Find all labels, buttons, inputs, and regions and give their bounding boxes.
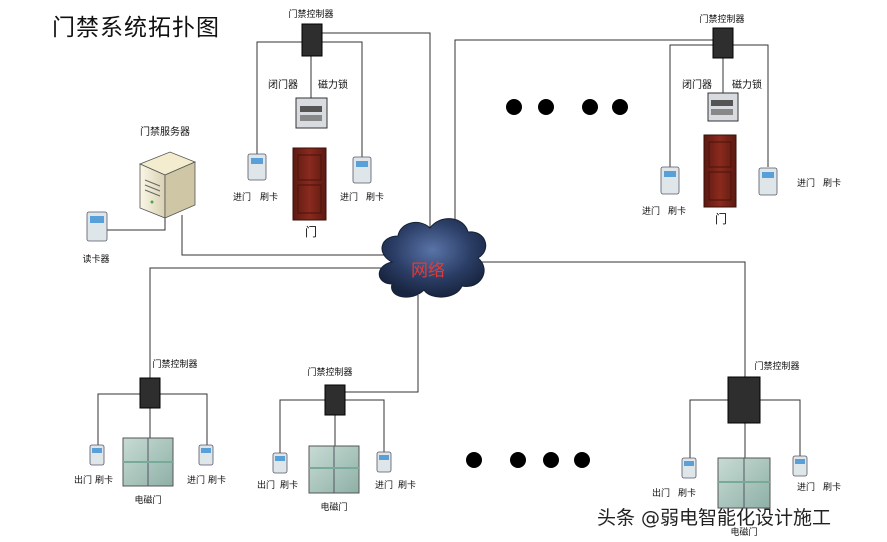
card-reader-icon (86, 211, 108, 242)
magnetic-door-icon (717, 457, 771, 509)
entry-label: 进门 (797, 177, 815, 189)
reader-label: 读卡器 (82, 253, 109, 265)
swipe-label: 刷卡 (823, 481, 841, 493)
card-reader-icon (681, 457, 697, 479)
controller-label: 门禁控制器 (288, 8, 333, 20)
ellipsis-dots-top (506, 99, 628, 115)
swipe-label: 刷卡 (398, 479, 416, 491)
card-reader-icon (792, 455, 808, 477)
ellipsis-dots-bottom (466, 452, 590, 468)
card-reader-icon (376, 451, 392, 473)
maglock-label: 磁力锁 (318, 78, 348, 91)
diagram-title: 门禁系统拓扑图 (52, 15, 220, 41)
controller-icon (139, 377, 161, 409)
swipe-label: 刷卡 (668, 205, 686, 217)
swipe-label: 刷卡 (95, 474, 113, 486)
controller-label: 门禁控制器 (152, 358, 197, 370)
server-label: 门禁服务器 (140, 125, 190, 138)
mag-door-label: 电磁门 (320, 501, 347, 513)
swipe-label: 刷卡 (208, 474, 226, 486)
network-cables (97, 32, 801, 460)
card-reader-icon (352, 156, 372, 184)
controller-icon (712, 27, 734, 59)
door-label: 门 (715, 211, 727, 226)
card-reader-icon (660, 166, 680, 195)
exit-label: 出门 (257, 479, 275, 491)
controller-icon (301, 23, 323, 57)
swipe-label: 刷卡 (260, 191, 278, 203)
maglock-icon (707, 92, 739, 122)
exit-label: 出门 (652, 487, 670, 499)
entry-label: 进门 (375, 479, 393, 491)
network-cloud-icon: 网络 (378, 218, 487, 298)
controller-label: 门禁控制器 (699, 13, 744, 25)
network-label: 网络 (411, 261, 445, 281)
closer-label: 闭门器 (682, 78, 712, 91)
closer-label: 闭门器 (268, 78, 298, 91)
card-reader-icon (758, 167, 778, 196)
mag-door-label: 电磁门 (134, 494, 161, 506)
controller-label: 门禁控制器 (307, 366, 352, 378)
door-label: 门 (305, 224, 317, 239)
mag-door-label: 电磁门 (730, 526, 757, 538)
card-reader-icon (247, 153, 267, 181)
controller-icon (727, 376, 761, 424)
controller-label: 门禁控制器 (754, 360, 799, 372)
entry-label: 进门 (642, 205, 660, 217)
access-server-icon (138, 151, 197, 219)
maglock-label: 磁力锁 (732, 78, 762, 91)
magnetic-door-icon (308, 445, 360, 494)
swipe-label: 刷卡 (280, 479, 298, 491)
card-reader-icon (198, 444, 214, 466)
watermark: 头条 @弱电智能化设计施工 (597, 507, 832, 529)
swipe-label: 刷卡 (366, 191, 384, 203)
controller-icon (324, 384, 346, 416)
entry-label: 进门 (233, 191, 251, 203)
entry-label: 进门 (187, 474, 205, 486)
exit-label: 出门 (74, 474, 92, 486)
card-reader-icon (89, 444, 105, 466)
swipe-label: 刷卡 (678, 487, 696, 499)
maglock-icon (295, 97, 328, 129)
card-reader-icon (272, 452, 288, 474)
swipe-label: 刷卡 (823, 177, 841, 189)
entry-label: 进门 (340, 191, 358, 203)
magnetic-door-icon (122, 437, 174, 487)
entry-label: 进门 (797, 481, 815, 493)
